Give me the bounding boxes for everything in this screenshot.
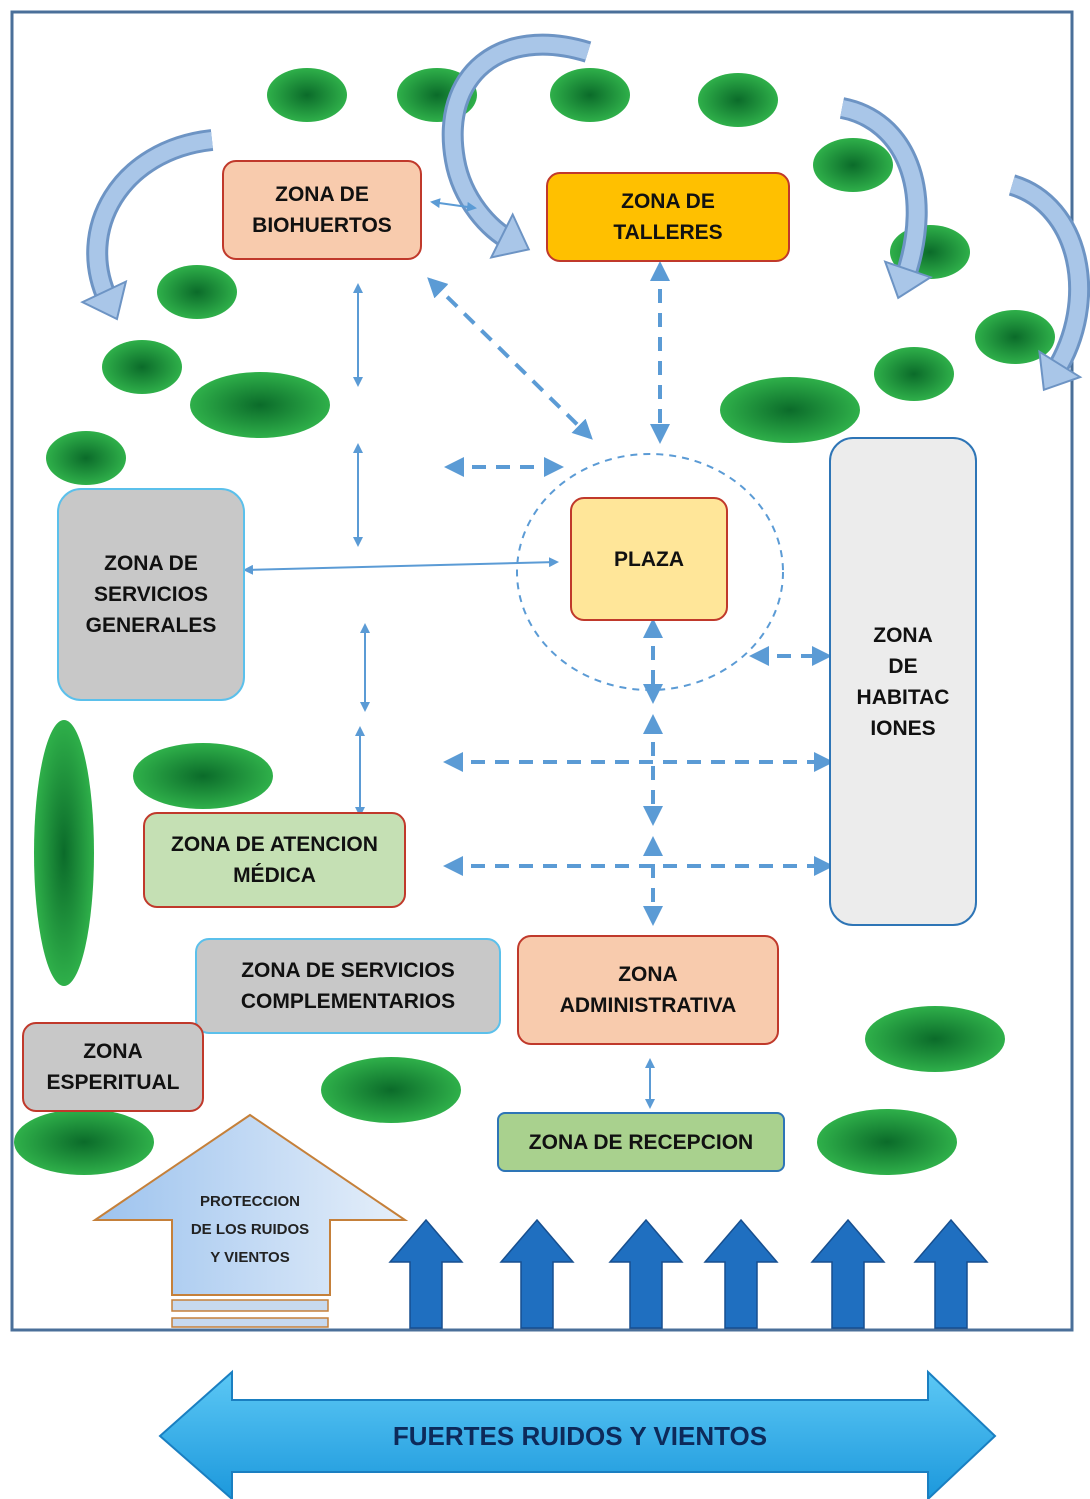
tree-icon (720, 377, 860, 443)
wind-up-arrow-icon (703, 1218, 779, 1329)
wind-curve-arrowhead (489, 212, 531, 259)
zone-administrativa: ZONA ADMINISTRATIVA (517, 935, 779, 1045)
tree-icon (102, 340, 182, 394)
connections-group (243, 198, 834, 1109)
tree-icon (46, 431, 126, 485)
site-boundary (10, 10, 1074, 1332)
wind-up-arrow-icon (608, 1218, 684, 1329)
connection-arrow (430, 198, 477, 212)
zone-espiritual: ZONA ESPERITUAL (22, 1022, 204, 1112)
tree-icon (157, 265, 237, 319)
tree-icon (34, 720, 94, 986)
zone-habitaciones: ZONA DE HABITAC IONES (829, 437, 977, 926)
tree-icon (190, 372, 330, 438)
wind-up-arrow-icon (810, 1218, 886, 1329)
tree-icon (14, 1109, 154, 1175)
tree-icon (865, 1006, 1005, 1072)
zone-atencion-medica: ZONA DE ATENCION MÉDICA (143, 812, 406, 908)
zone-servicios-complementarios: ZONA DE SERVICIOS COMPLEMENTARIOS (195, 938, 501, 1034)
noise-double-arrow (158, 1369, 997, 1499)
wind-curve-arrow (1009, 177, 1088, 377)
wind-up-arrow-icon (913, 1218, 989, 1329)
tree-icon (817, 1109, 957, 1175)
tree-icon (267, 68, 347, 122)
wind-curve-arrowhead (883, 260, 933, 300)
zone-talleres: ZONA DE TALLERES (546, 172, 790, 262)
tree-icon (321, 1057, 461, 1123)
wind-up-arrow-icon (388, 1218, 464, 1329)
wind-curve-arrowhead (80, 279, 128, 321)
wind-curve-arrow (444, 36, 591, 248)
wind-curve-arrow (840, 100, 925, 281)
zone-biohuertos: ZONA DE BIOHUERTOS (222, 160, 422, 260)
wind-arrows-group (388, 1218, 989, 1329)
connection-arrow (243, 557, 559, 575)
tree-icon (550, 68, 630, 122)
protection-label: PROTECCION DE LOS RUIDOS Y VIENTOS (190, 1193, 310, 1266)
trees-group (14, 68, 1055, 1175)
protection-arrow (91, 1113, 409, 1328)
wind-up-arrow-icon (499, 1218, 575, 1329)
wind-curve-arrow (89, 132, 213, 304)
zone-servicios-generales: ZONA DE SERVICIOS GENERALES (57, 488, 245, 701)
zone-recepcion: ZONA DE RECEPCION (497, 1112, 785, 1172)
noise-label: FUERTES RUIDOS Y VIENTOS (392, 1420, 768, 1451)
tree-icon (813, 138, 893, 192)
zone-plaza: PLAZA (570, 497, 728, 621)
plaza-circle (516, 453, 784, 691)
tree-icon (874, 347, 954, 401)
tree-icon (698, 73, 778, 127)
wind-curve-arrows-group (80, 33, 1090, 392)
wind-curve-arrowhead (1038, 349, 1083, 392)
tree-icon (133, 743, 273, 809)
tree-icon (975, 310, 1055, 364)
connection-arrow (427, 277, 593, 440)
